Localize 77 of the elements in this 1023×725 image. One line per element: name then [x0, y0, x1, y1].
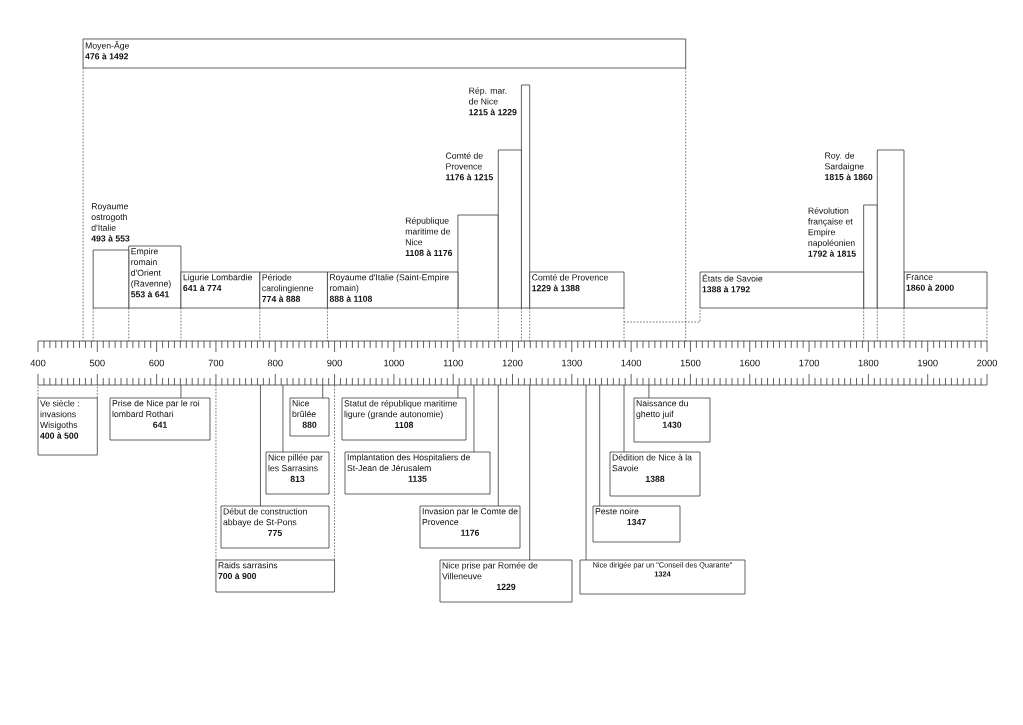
extension-line [215, 384, 217, 561]
extension-line [96, 384, 98, 399]
timeline-ruler [37, 340, 988, 353]
event-box: Naissance du ghetto juif 1430 [633, 397, 711, 443]
extension-line [334, 384, 335, 561]
extension-line [623, 307, 701, 342]
extension-line [986, 307, 988, 342]
tick-label: 700 [208, 359, 224, 367]
leader-line [529, 384, 531, 561]
tick-label: 1200 [502, 359, 523, 367]
leader-line [585, 384, 587, 561]
leader-line [648, 384, 650, 399]
leader-line [457, 384, 459, 399]
tick-label: 2000 [977, 359, 998, 367]
timeline-ruler [37, 373, 988, 386]
leader-line [497, 384, 499, 507]
leader-line [473, 384, 475, 453]
tick-label: 1100 [443, 359, 463, 367]
period-box: Royaume d'Italie (Saint-Empire romain) 888 à 1108 [327, 271, 459, 309]
extension-line [92, 307, 94, 342]
extension-line [327, 307, 328, 342]
tick-label: 1800 [858, 359, 879, 367]
leader-line [180, 384, 182, 399]
extension-line [180, 307, 182, 342]
tick-label: 500 [89, 359, 105, 367]
event-box: Statut de république maritime ligure (grande autonomie) 1108 [341, 397, 467, 441]
period-label: Révolution française et Empire napoléonien 1792 à 1815 [808, 207, 856, 257]
event-box: Début de construction abbaye de St-Pons 775 [220, 505, 330, 549]
extension-line [903, 307, 905, 342]
extension-line [529, 307, 531, 342]
tick-label: 1000 [384, 359, 404, 367]
event-box: Prise de Nice par le roi lombard Rothari 641 [109, 397, 211, 441]
period-box: Empire romain d'Orient (Ravenne) 553 à 641 [128, 245, 182, 309]
period-box: Ve siècle : invasions Wisigoths 400 à 500 [37, 397, 98, 456]
extension-line [259, 307, 261, 342]
tick-label: 900 [327, 359, 342, 367]
period-box: Raids sarrasins 700 à 900 [215, 559, 335, 593]
tick-label: 600 [149, 359, 165, 367]
period-box: Ligurie Lombardie 641 à 774 [180, 271, 261, 309]
event-box: Implantation des Hospitaliers de St-Jean de Jérusalem 1135 [344, 451, 491, 495]
leader-line [282, 384, 284, 453]
extension-line [685, 67, 687, 342]
period-label: Royaume ostrogoth d'Italie 493 à 553 [91, 203, 130, 242]
period-label: Rép. mar. de Nice 1215 à 1229 [469, 87, 517, 116]
tick-label: 800 [267, 359, 283, 367]
extension-line [863, 307, 864, 342]
period-box: Comté de Provence 1229 à 1388 [529, 271, 625, 309]
leader-line [260, 384, 261, 507]
event-box: Dédition de Nice à la Savoie 1388 [609, 451, 701, 497]
extension-line [128, 307, 130, 342]
tick-label: 1700 [799, 359, 820, 367]
event-box: Nice brûlée 880 [289, 397, 330, 437]
tick-label: 1400 [621, 359, 642, 367]
event-box: Peste noire 1347 [592, 505, 681, 543]
extension-line [82, 67, 84, 342]
period-box: Période carolingienne 774 à 888 [259, 271, 328, 309]
event-box: Nice prise par Romée de Villeneuve 1229 [439, 559, 573, 603]
tick-label: 1500 [680, 359, 701, 367]
period-box: Moyen-Âge 476 à 1492 [82, 38, 687, 69]
extension-line [37, 384, 39, 399]
tick-label: 400 [30, 359, 46, 367]
leader-line [623, 384, 625, 453]
leader-line [599, 384, 601, 507]
extension-line [497, 307, 499, 342]
event-box: Invasion par le Comte de Provence 1176 [419, 505, 521, 549]
period-label: Comté de Provence 1176 à 1215 [445, 152, 493, 181]
event-box: Nice pillée par les Sarrasins 813 [265, 451, 330, 495]
extension-line [876, 307, 878, 342]
leader-line [322, 384, 324, 399]
period-label: République maritime de Nice 1108 à 1176 [405, 217, 453, 256]
extension-line [521, 307, 522, 342]
tick-label: 1300 [562, 359, 582, 367]
period-label: Roy. de Sardaigne 1815 à 1860 [824, 152, 873, 181]
period-box: France 1860 à 2000 [903, 271, 988, 309]
extension-line [457, 307, 459, 342]
tick-label: 1600 [740, 359, 760, 367]
tick-label: 1900 [918, 359, 938, 367]
